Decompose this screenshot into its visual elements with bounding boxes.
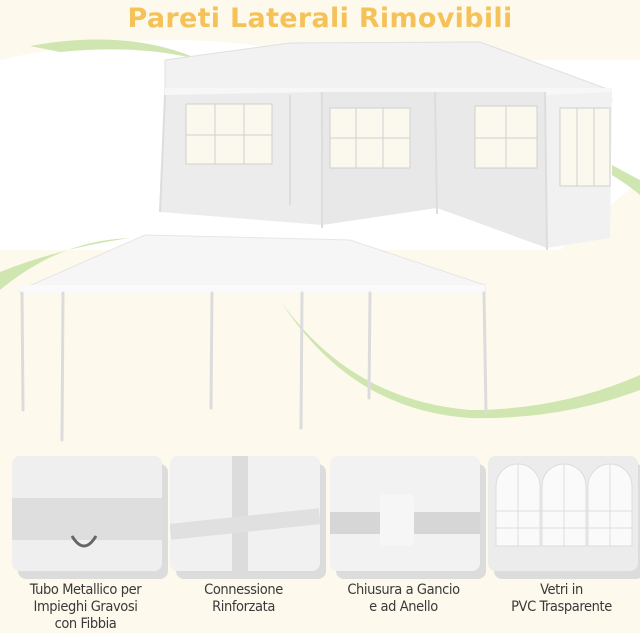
hook-and-loop-icon: [330, 456, 480, 571]
swoosh-bottom: [280, 300, 640, 419]
feature-cards: Tubo Metallico per Impieghi Gravosi con …: [0, 454, 640, 632]
swoosh-mid: [0, 238, 130, 290]
feature-label-line: Tubo Metallico per: [29, 582, 142, 598]
feature-label-line: Chiusura a Gancio: [347, 582, 460, 598]
feature-label-line: Connessione: [204, 582, 283, 598]
hero-scene: [0, 39, 640, 442]
page-title: Pareti Laterali Rimovibili: [127, 3, 513, 34]
swoosh-top: [30, 39, 200, 60]
feature-label-line: PVC Trasparente: [511, 599, 612, 615]
feature-label-line: Vetri in: [540, 582, 583, 598]
feature-label-line: e ad Anello: [369, 599, 438, 615]
pvc-window-icon: [488, 456, 638, 571]
metal-tube-buckle-icon: [12, 456, 162, 571]
tent-with-walls: [159, 41, 613, 251]
feature-label-line: con Fibbia: [54, 616, 117, 632]
tent-without-walls: [19, 234, 488, 442]
reinforced-connector-icon: [170, 456, 320, 571]
feature-label-line: Rinforzata: [212, 599, 275, 615]
feature-label-line: Impieghi Gravosi: [33, 599, 138, 615]
